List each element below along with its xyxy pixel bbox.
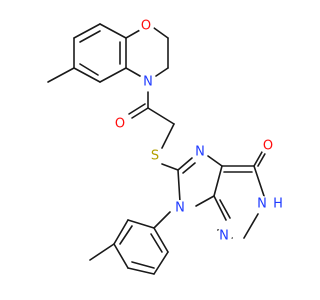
bond — [99, 23, 127, 39]
atom-h-n1: H — [273, 197, 283, 212]
bond — [243, 213, 259, 239]
svg-text:N: N — [257, 197, 267, 212]
bond — [127, 267, 155, 275]
svg-text:O: O — [263, 139, 273, 154]
bond — [153, 211, 171, 229]
bond — [150, 233, 163, 253]
bond — [161, 163, 179, 171]
svg-text:N: N — [195, 145, 205, 160]
bond — [79, 30, 101, 43]
bond — [153, 251, 169, 275]
bond — [119, 225, 133, 245]
svg-text:N: N — [175, 201, 185, 216]
bond — [89, 243, 115, 261]
bond — [213, 165, 223, 197]
bond — [113, 243, 129, 269]
bond — [219, 199, 231, 219]
molecule-structure: O N O S N N N N H — [47, 18, 283, 275]
bond — [207, 155, 223, 167]
bond — [177, 169, 181, 203]
atom-n3: N — [216, 228, 232, 244]
bond — [125, 29, 141, 39]
bond — [153, 227, 169, 253]
svg-text:N: N — [143, 75, 153, 90]
bond — [147, 107, 175, 125]
bond — [128, 103, 146, 115]
bond — [47, 67, 75, 83]
bond — [155, 67, 169, 77]
bonds-layer — [47, 23, 267, 275]
bond — [153, 27, 169, 39]
atom-o-amide: O — [112, 116, 128, 132]
atom-o-purine: O — [260, 138, 276, 154]
bond — [73, 67, 101, 83]
bond — [73, 23, 101, 39]
svg-text:N: N — [219, 229, 229, 244]
svg-text:O: O — [115, 117, 125, 132]
bond — [99, 67, 127, 83]
atom-n1h: N — [254, 196, 270, 212]
bond — [113, 219, 129, 245]
bond — [253, 151, 263, 167]
svg-text:H: H — [273, 197, 283, 212]
atom-n-ring: N — [140, 74, 156, 90]
bond — [79, 63, 99, 76]
bond — [253, 165, 265, 197]
bond — [127, 219, 155, 229]
atoms-layer: O N O S N N N N H — [112, 18, 283, 244]
bond — [182, 162, 196, 174]
bond — [161, 123, 175, 149]
bond — [131, 261, 155, 269]
atom-n9: N — [172, 200, 188, 216]
bond — [213, 195, 227, 221]
svg-text:S: S — [151, 149, 159, 164]
bond — [177, 157, 193, 171]
bond — [195, 195, 215, 207]
bond — [125, 67, 141, 77]
svg-text:O: O — [141, 19, 151, 34]
atom-s-thio: S — [147, 148, 163, 164]
atom-o-ring: O — [138, 18, 154, 34]
bond — [131, 107, 149, 119]
bond — [257, 151, 267, 167]
atom-n7: N — [192, 144, 208, 160]
